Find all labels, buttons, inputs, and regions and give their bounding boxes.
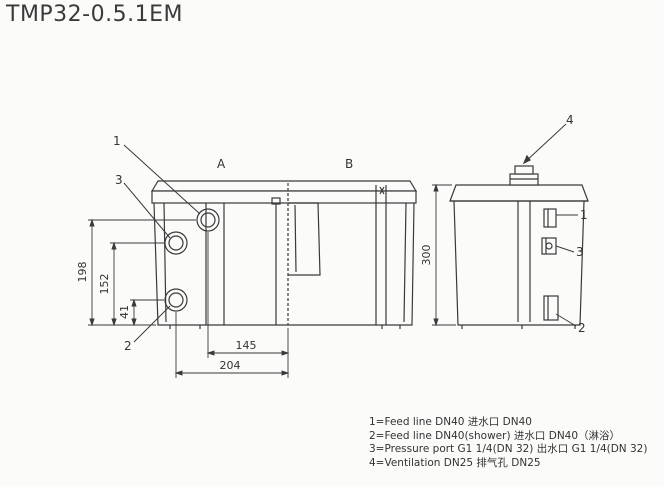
legend-item: 3=Pressure port G1 1/4(DN 32) 出水口 G1 1/4…: [369, 443, 648, 455]
pressure-port-3: [164, 231, 188, 255]
legend-item: 2=Feed line DN40(shower) 进水口 DN40（淋浴）: [369, 429, 621, 442]
dimension-198: 198: [76, 262, 89, 283]
section-a-label: A: [217, 157, 226, 171]
side-callout-4: 4: [566, 113, 574, 127]
callout-2: 2: [124, 339, 132, 353]
side-callout-2: 2: [578, 321, 586, 335]
side-port-2: [543, 295, 559, 321]
side-port-3: [541, 237, 557, 255]
port-legend: 1=Feed line DN40 进水口 DN40 2=Feed line DN…: [369, 416, 647, 470]
feed-line-port-1: [196, 208, 220, 232]
dimension-145: 145: [236, 339, 257, 352]
dimension-41: 41: [118, 305, 131, 319]
front-view-tank: [150, 180, 418, 329]
legend-item: 4=Ventilation DN25 排气孔 DN25: [369, 456, 541, 469]
side-callout-3: 3: [576, 245, 584, 259]
dimension-300: 300: [420, 245, 433, 266]
drawing-title: TMP32-0.5.1EM: [6, 2, 183, 27]
dimension-204: 204: [220, 359, 241, 372]
dimension-152: 152: [98, 274, 111, 295]
side-port-1: [543, 208, 557, 228]
side-callout-1: 1: [580, 208, 588, 222]
section-b-label: B: [345, 157, 353, 171]
feed-line-port-2: [164, 288, 188, 312]
legend-item: 1=Feed line DN40 进水口 DN40: [369, 416, 532, 428]
callout-1: 1: [113, 134, 121, 148]
side-view-tank: [449, 165, 589, 329]
callout-3: 3: [115, 173, 123, 187]
